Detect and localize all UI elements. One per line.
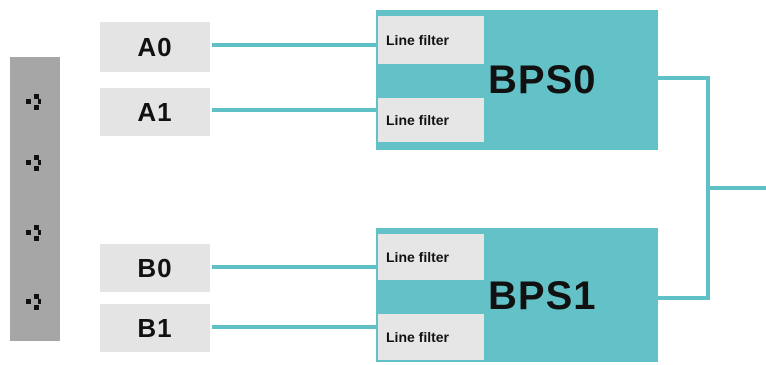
outlet-icon [26,94,41,110]
output-bus [658,76,710,300]
feed-b1: B1 [100,304,210,352]
bps0-line-filter-bottom: Line filter [378,98,484,142]
bps1-line-filter-top: Line filter [378,234,484,280]
feed-a1: A1 [100,88,210,136]
feed-b0: B0 [100,244,210,292]
bps0-line-filter-top: Line filter [378,16,484,64]
bps0-label: BPS0 [488,58,597,102]
outlet-icon [26,155,41,171]
power-strip [10,57,60,341]
feed-a0: A0 [100,22,210,72]
outlet-icon [26,225,41,241]
bps1-label: BPS1 [488,274,597,318]
bps1-line-filter-bottom: Line filter [378,314,484,360]
outlet-icon [26,294,41,310]
